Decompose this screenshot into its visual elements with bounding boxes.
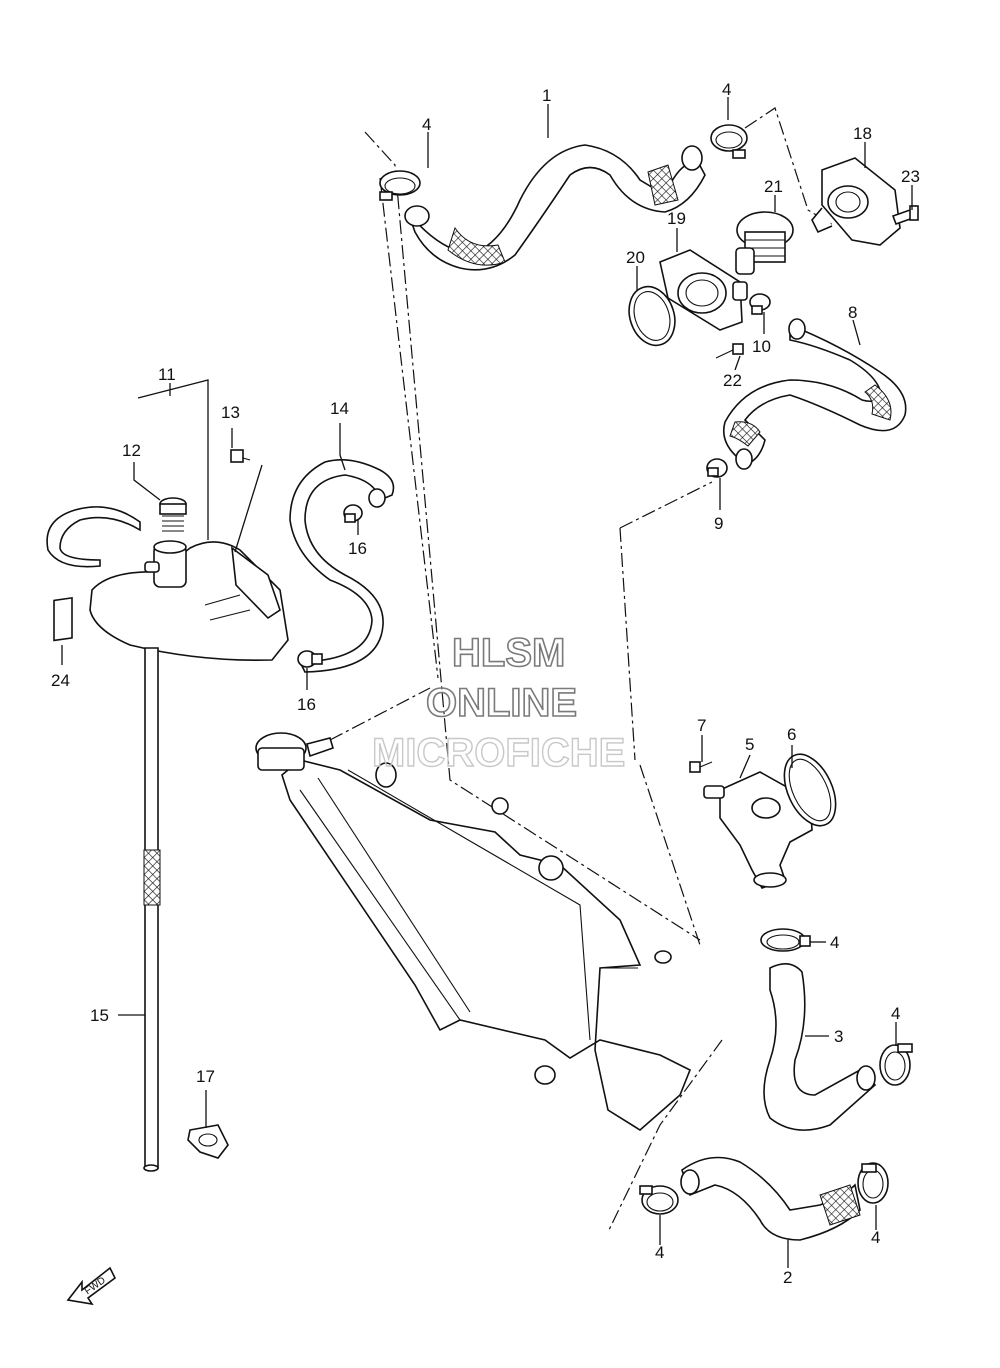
part-14-hose[interactable] xyxy=(289,459,395,673)
part-12-cap[interactable] xyxy=(159,497,187,532)
callout-17[interactable]: 17 xyxy=(196,1067,215,1086)
callout-24[interactable]: 24 xyxy=(51,671,70,690)
callout-4-right-hose3[interactable]: 4 xyxy=(891,1004,900,1023)
callout-15[interactable]: 15 xyxy=(90,1006,109,1025)
clamp-left-of-hose-2[interactable] xyxy=(639,1185,679,1215)
callout-3[interactable]: 3 xyxy=(834,1027,843,1046)
callout-20[interactable]: 20 xyxy=(626,248,645,267)
callout-7[interactable]: 7 xyxy=(697,716,706,735)
callout-2[interactable]: 2 xyxy=(783,1268,792,1287)
callout-6[interactable]: 6 xyxy=(787,725,796,744)
hose-clamp-16-lower[interactable] xyxy=(297,650,323,668)
part-18-thermostat-cover[interactable] xyxy=(811,157,901,246)
forward-arrow-icon: FWD xyxy=(66,1266,117,1306)
callout-4-water-outlet[interactable]: 4 xyxy=(830,933,839,952)
hose-clamp-16-upper[interactable] xyxy=(343,504,363,523)
watermark-line-2: ONLINE xyxy=(426,681,577,725)
clamp-above-hose-3[interactable] xyxy=(760,928,811,952)
callout-4-upper-right[interactable]: 4 xyxy=(722,80,731,99)
part-24-label[interactable] xyxy=(53,596,73,642)
callout-23[interactable]: 23 xyxy=(901,167,920,186)
part-1-upper-hose[interactable] xyxy=(404,144,706,271)
part-20-o-ring[interactable] xyxy=(622,281,682,352)
callout-1[interactable]: 1 xyxy=(542,86,551,105)
assembly-outline xyxy=(329,107,834,1233)
part-3-hose[interactable] xyxy=(763,963,877,1131)
callout-12[interactable]: 12 xyxy=(122,441,141,460)
part-17-clamp[interactable] xyxy=(187,1124,229,1159)
part-23-bolt[interactable] xyxy=(891,205,919,226)
watermark-line-1: HLSM xyxy=(452,631,565,675)
callout-21[interactable]: 21 xyxy=(764,177,783,196)
callout-13[interactable]: 13 xyxy=(221,403,240,422)
callout-16-upper[interactable]: 16 xyxy=(348,539,367,558)
callout-19[interactable]: 19 xyxy=(667,209,686,228)
clamp-right-of-hose-3[interactable] xyxy=(879,1043,913,1086)
callout-14[interactable]: 14 xyxy=(330,399,349,418)
callout-9[interactable]: 9 xyxy=(714,514,723,533)
callout-labels: 1 4 4 18 23 21 19 20 8 10 22 9 11 12 13 … xyxy=(51,80,920,1287)
part-6-o-ring[interactable] xyxy=(774,746,846,833)
callout-4-right-hose2[interactable]: 4 xyxy=(871,1228,880,1247)
part-10-clamp[interactable] xyxy=(749,293,771,315)
part-15-tube[interactable] xyxy=(143,647,161,1172)
callout-10[interactable]: 10 xyxy=(752,337,771,356)
callout-18[interactable]: 18 xyxy=(853,124,872,143)
part-11-reservoir-tank[interactable] xyxy=(89,540,289,662)
callout-8[interactable]: 8 xyxy=(848,303,857,322)
callout-4-upper-left[interactable]: 4 xyxy=(422,115,431,134)
part-2-lower-hose[interactable] xyxy=(680,1156,861,1241)
part-7-bolt[interactable] xyxy=(689,761,713,773)
callout-4-left-hose2[interactable]: 4 xyxy=(655,1243,664,1262)
callout-22[interactable]: 22 xyxy=(723,371,742,390)
part-8-hose[interactable] xyxy=(722,318,907,470)
callout-16-lower[interactable]: 16 xyxy=(297,695,316,714)
part-13-bolt[interactable] xyxy=(230,449,251,463)
watermark: HLSM ONLINE MICROFICHE xyxy=(371,630,626,776)
part-22-bolt[interactable] xyxy=(715,343,744,359)
callout-11[interactable]: 11 xyxy=(158,365,176,384)
leader-lines xyxy=(61,97,913,1268)
hose-clamp-upper-left[interactable] xyxy=(379,170,421,201)
hose-clamp-upper-right[interactable] xyxy=(710,124,748,159)
reservoir-overflow-hose[interactable] xyxy=(46,506,141,568)
callout-5[interactable]: 5 xyxy=(745,735,754,754)
part-21-thermostat[interactable] xyxy=(735,211,794,275)
part-9-clamp[interactable] xyxy=(706,458,728,478)
watermark-line-3: MICROFICHE xyxy=(372,731,625,775)
radiator[interactable] xyxy=(255,732,692,1131)
clamp-right-of-hose-2[interactable] xyxy=(857,1162,889,1204)
